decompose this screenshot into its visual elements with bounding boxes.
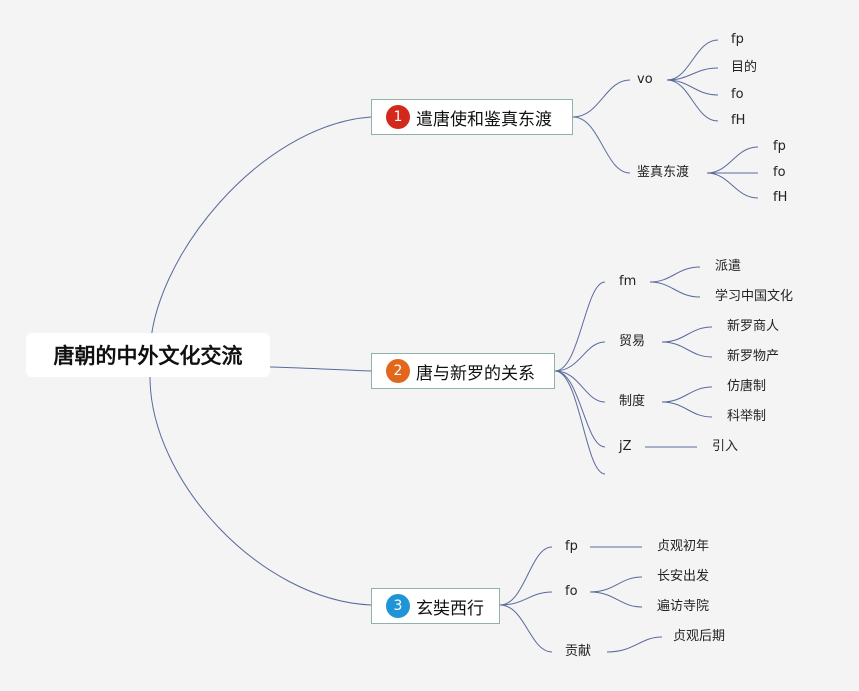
topic-fp[interactable]: fp	[565, 539, 578, 554]
leaf[interactable]: 科举制	[727, 409, 767, 424]
leaf[interactable]: 目的	[731, 60, 758, 75]
branch-1-label: 遣唐使和鉴真东渡	[416, 109, 552, 130]
topic-fo[interactable]: fo	[565, 584, 578, 599]
number-badge-2: 2	[386, 359, 410, 383]
topic-contribution[interactable]: 贡献	[565, 644, 592, 659]
leaf[interactable]: 引入	[712, 439, 739, 454]
topic-trade[interactable]: 贸易	[619, 334, 646, 349]
leaf[interactable]: fo	[731, 87, 744, 102]
leaf[interactable]: fH	[731, 113, 746, 128]
branch-3[interactable]: 3 玄奘西行	[371, 588, 500, 624]
leaf[interactable]: fo	[773, 165, 786, 180]
branch-1[interactable]: 1 遣唐使和鉴真东渡	[371, 99, 573, 135]
leaf[interactable]: 新罗商人	[727, 319, 780, 334]
root-topic[interactable]: 唐朝的中外文化交流	[26, 333, 270, 377]
topic-jianzhen[interactable]: 鉴真东渡	[637, 165, 690, 180]
topic-jz[interactable]: jZ	[619, 439, 632, 454]
leaf[interactable]: fH	[773, 190, 788, 205]
branch-2-label: 唐与新罗的关系	[416, 363, 535, 384]
topic-vo[interactable]: vo	[637, 72, 653, 87]
leaf[interactable]: 长安出发	[657, 569, 710, 584]
leaf[interactable]: 遍访寺院	[657, 599, 710, 614]
topic-fm[interactable]: fm	[619, 274, 637, 289]
leaf[interactable]: 学习中国文化	[715, 289, 794, 304]
leaf[interactable]: 派遣	[715, 259, 742, 274]
number-badge-3: 3	[386, 594, 410, 618]
branch-2[interactable]: 2 唐与新罗的关系	[371, 353, 555, 389]
leaf[interactable]: 贞观后期	[673, 629, 726, 644]
leaf[interactable]: fp	[731, 32, 744, 47]
leaf[interactable]: 贞观初年	[657, 539, 710, 554]
branch-3-label: 玄奘西行	[416, 598, 484, 619]
leaf[interactable]: 新罗物产	[727, 349, 780, 364]
number-badge-1: 1	[386, 105, 410, 129]
topic-system[interactable]: 制度	[619, 394, 646, 409]
leaf[interactable]: fp	[773, 139, 786, 154]
leaf[interactable]: 仿唐制	[727, 379, 767, 394]
